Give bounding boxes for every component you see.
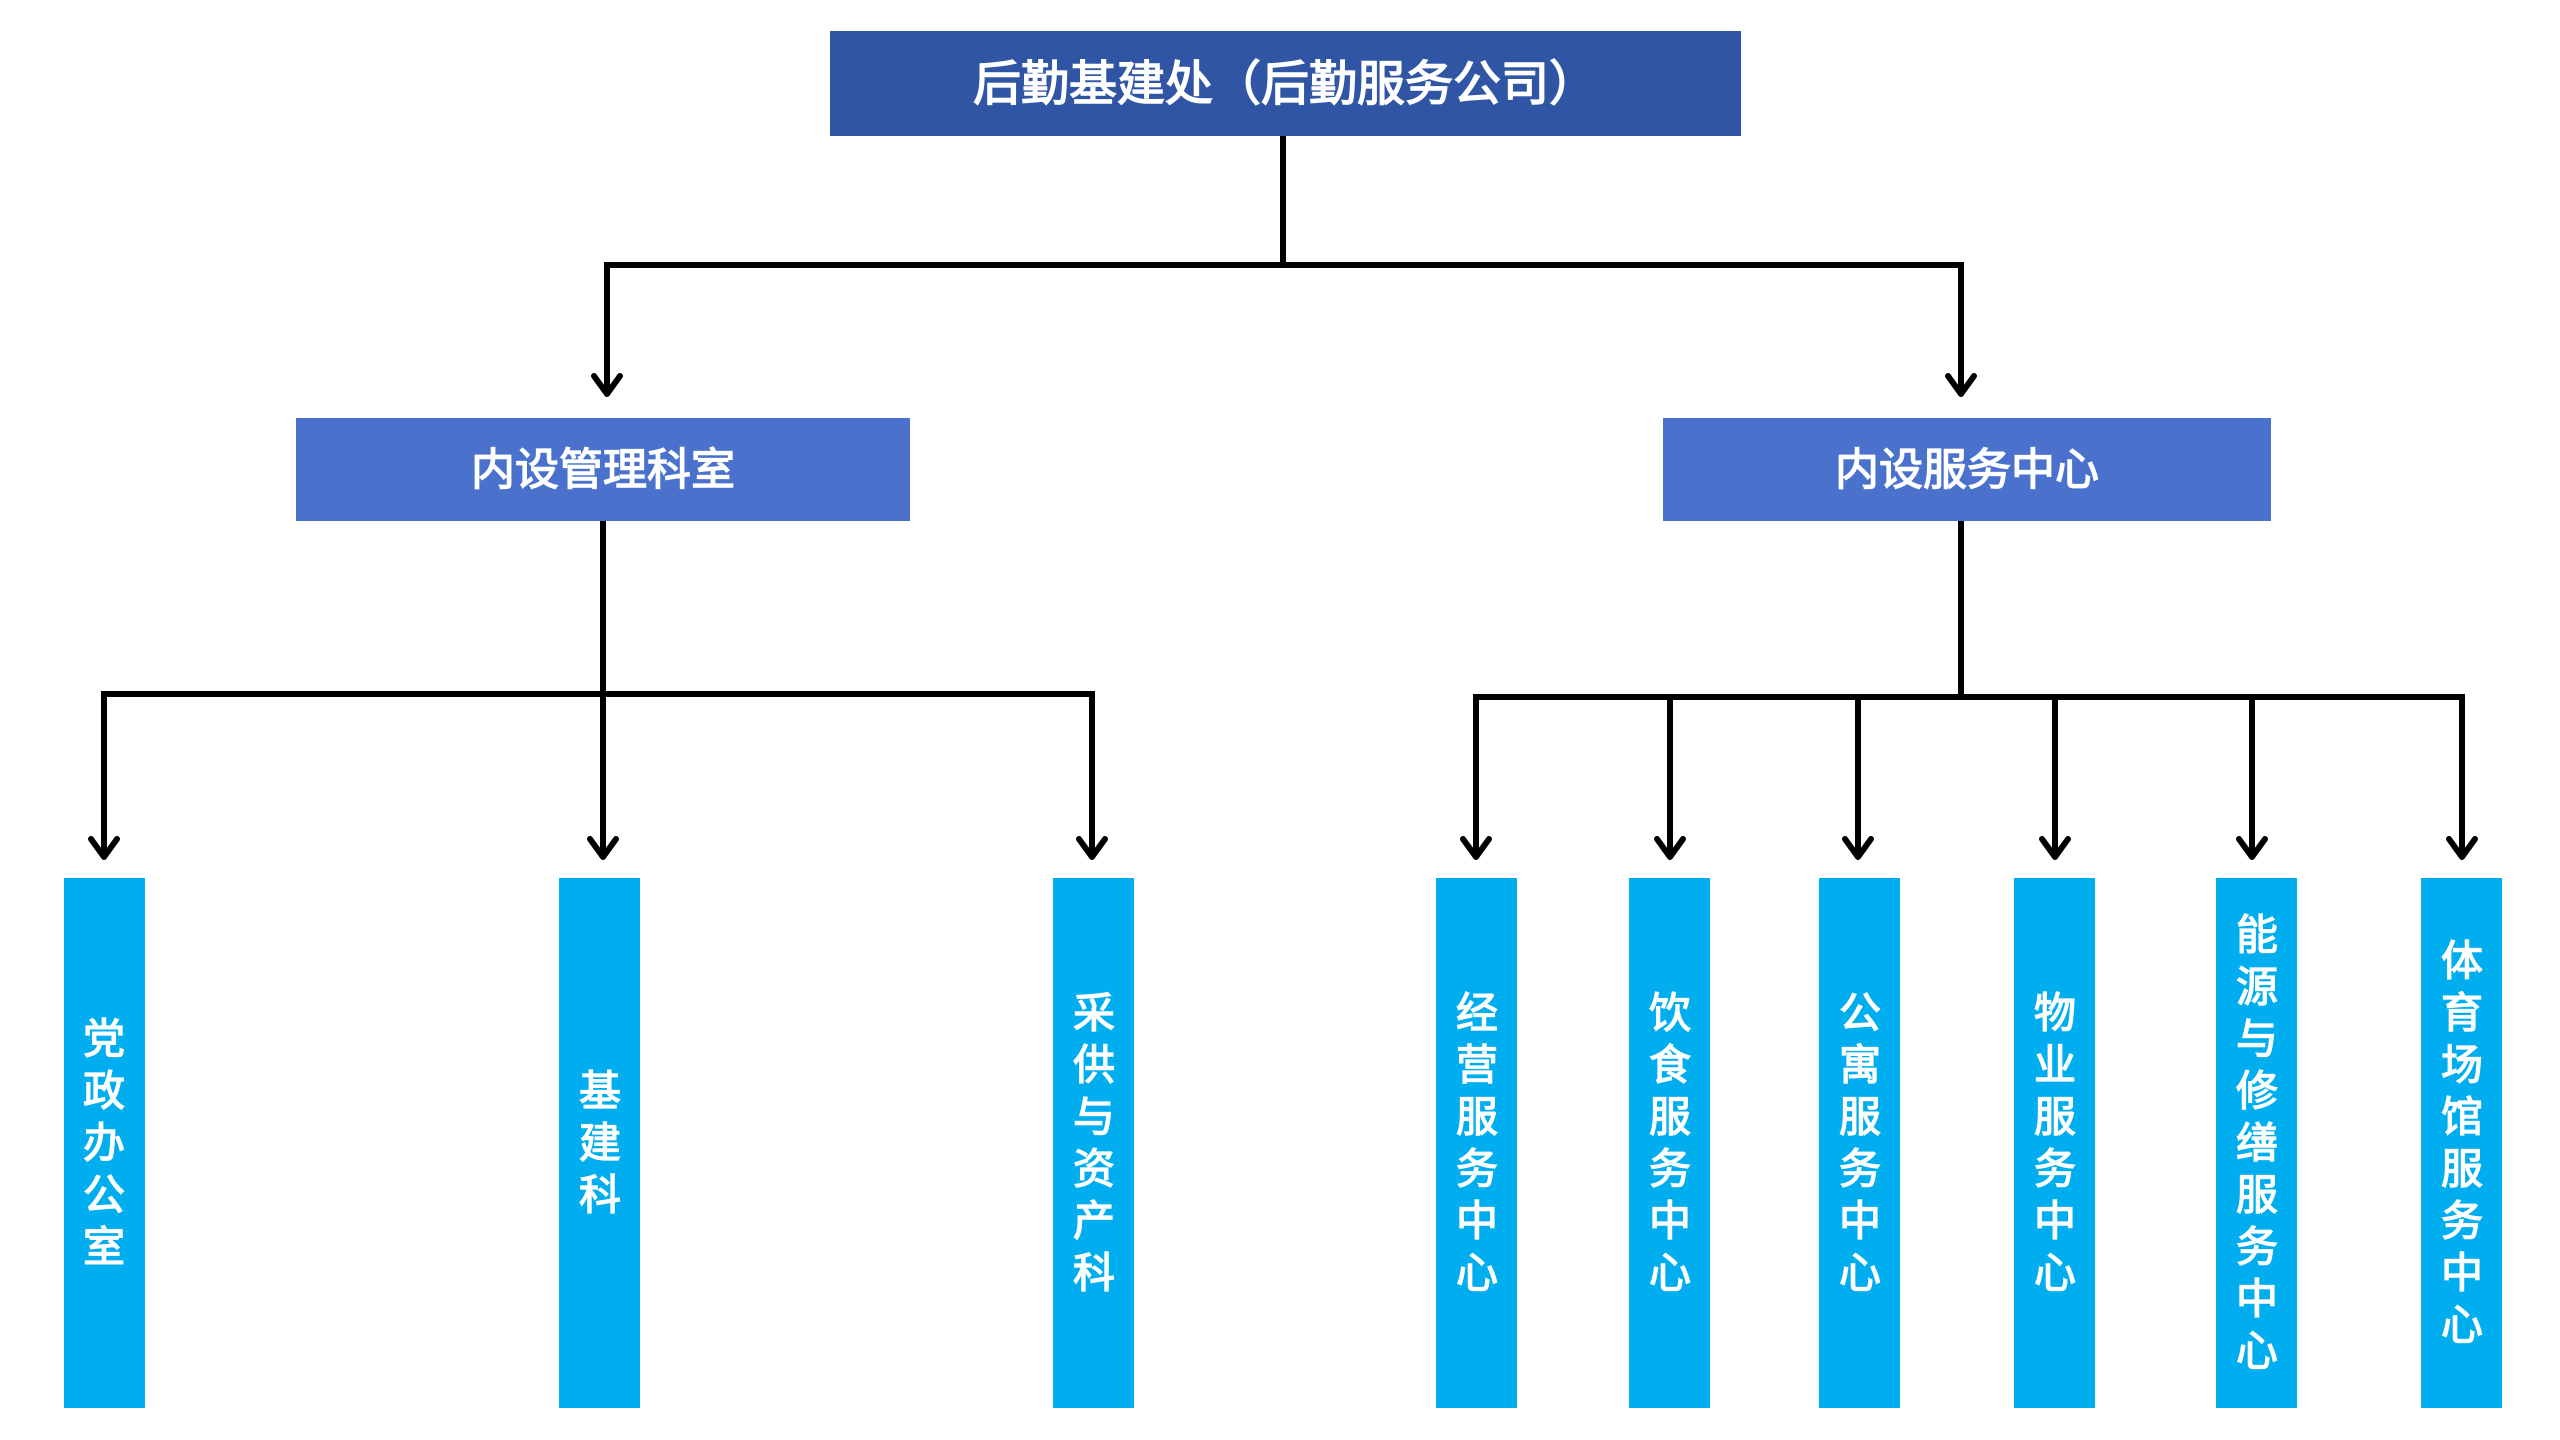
- leaf-box: [1819, 878, 1900, 1408]
- branch-service-box: [1663, 418, 2271, 521]
- branch-management-node: 内设管理科室: [296, 418, 910, 521]
- root-node-label: 后勤基建处（后勤服务公司）: [973, 56, 1597, 112]
- leaf-node-energy-repair-service: 能源与修缮服务中心: [2216, 878, 2297, 1408]
- leaf-box: [1053, 878, 1134, 1408]
- leaf-arrow-head: [2039, 836, 2071, 860]
- leaf-arrow-head: [1076, 836, 1108, 860]
- leaf-label: 饮食服务中心: [1649, 989, 1692, 1298]
- connector-lines: [88, 133, 2478, 860]
- leaf-label: 公寓服务中心: [1839, 989, 1881, 1298]
- branch-service-node: 内设服务中心: [1663, 418, 2271, 521]
- leaf-box: [1436, 878, 1517, 1408]
- leaf-node-procurement-assets: 采供与资产科: [1053, 878, 1134, 1408]
- branch-arrow-head: [1945, 373, 1977, 397]
- branch-service-label: 内设服务中心: [1835, 445, 2099, 496]
- leaf-label: 基建科: [579, 1067, 621, 1220]
- leaf-box: [1629, 878, 1710, 1408]
- leaf-arrow-head: [88, 836, 120, 860]
- leaf-node-party-office: 党政办公室: [64, 878, 145, 1408]
- leaf-box: [559, 878, 640, 1408]
- leaf-node-business-service: 经营服务中心: [1436, 878, 1517, 1408]
- leaf-arrow-head: [587, 836, 619, 860]
- leaf-label: 经营服务中心: [1456, 989, 1498, 1298]
- leaf-box: [2421, 878, 2502, 1408]
- leaf-label: 能源与修缮服务中心: [2236, 911, 2279, 1376]
- branch-management-label: 内设管理科室: [471, 445, 735, 496]
- root-node-box: [830, 31, 1741, 136]
- leaf-arrow-head: [1460, 836, 1492, 860]
- leaf-arrow-head: [2446, 836, 2478, 860]
- leaf-label: 采供与资产科: [1073, 989, 1115, 1298]
- leaf-node-catering-service: 饮食服务中心: [1629, 878, 1710, 1408]
- leaf-box: [64, 878, 145, 1408]
- leaf-arrow-head: [2236, 836, 2268, 860]
- root-node: 后勤基建处（后勤服务公司）: [830, 31, 1741, 136]
- leaf-box: [2216, 878, 2297, 1408]
- leaf-label: 党政办公室: [83, 1015, 125, 1272]
- leaf-node-sports-venue-service: 体育场馆服务中心: [2421, 878, 2502, 1408]
- leaf-label: 物业服务中心: [2034, 989, 2076, 1298]
- leaf-node-construction: 基建科: [559, 878, 640, 1408]
- branch-arrow-head: [591, 373, 623, 397]
- leaf-arrow-head: [1842, 836, 1874, 860]
- branch-management-box: [296, 418, 910, 521]
- leaf-label: 体育场馆服务中心: [2441, 937, 2483, 1350]
- leaf-node-property-service: 物业服务中心: [2014, 878, 2095, 1408]
- leaf-arrow-head: [1654, 836, 1686, 860]
- leaf-box: [2014, 878, 2095, 1408]
- leaf-node-apartment-service: 公寓服务中心: [1819, 878, 1900, 1408]
